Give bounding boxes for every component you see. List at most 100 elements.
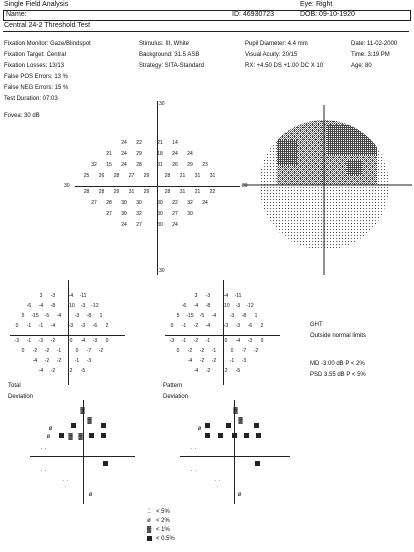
header-divider <box>3 31 409 32</box>
pattern-numeric-h-axis <box>165 335 280 336</box>
threshold-value: 31 <box>209 173 216 179</box>
param-fixation-monitor: Fixation Monitor: Gaze/Blindspot <box>4 41 91 47</box>
pattern-deviation-value: 5 <box>176 313 180 319</box>
prob-dots-icon: · · <box>40 468 47 474</box>
total-deviation-value: -2 <box>56 358 62 364</box>
pattern-deviation-value: 0 <box>230 348 234 354</box>
prob-solid-square-icon <box>254 423 259 428</box>
pattern-deviation-value: -5 <box>235 368 241 374</box>
threshold-value: 29 <box>187 162 193 168</box>
threshold-value: 30 <box>121 211 127 217</box>
threshold-value: 26 <box>172 162 178 168</box>
legend-text: < 5% <box>156 509 170 515</box>
pattern-deviation-value: -1 <box>229 358 235 364</box>
param-age: Age: 80 <box>351 63 372 69</box>
prob-dots-icon: · · <box>40 446 47 452</box>
pattern-deviation-value: -6 <box>181 303 187 309</box>
total-deviation-value: -2 <box>50 368 56 374</box>
prob-solid-square-icon <box>255 461 260 466</box>
pattern-deviation-value: -4 <box>205 323 211 329</box>
fovea-value: Fovea: 30 dB <box>4 113 40 119</box>
pattern-deviation-value: -2 <box>199 358 205 364</box>
param-fixation-target: Fixation Target: Central <box>4 52 66 58</box>
dots-icon: ⁚⁚ <box>147 509 151 515</box>
test-name: Central 24-2 Threshold Test <box>4 22 91 29</box>
total-deviation-value: -4 <box>38 368 44 374</box>
total-deviation-value: -8 <box>86 313 92 319</box>
total-deviation-value: -2 <box>98 348 104 354</box>
threshold-value: 30 <box>157 200 163 206</box>
param-strategy: Strategy: SITA-Standard <box>139 63 204 69</box>
pattern-deviation-value: -4 <box>211 313 217 319</box>
pattern-numeric-v-axis <box>223 280 224 385</box>
total-deviation-value: -1 <box>56 348 62 354</box>
psd-index: PSD 3.55 dB P < 5% <box>310 372 366 378</box>
patient-id: ID: 46930723 <box>232 11 275 18</box>
total-deviation-value: 3 <box>39 293 43 299</box>
threshold-value: 24 <box>187 151 193 157</box>
pattern-deviation-value: -2 <box>253 348 259 354</box>
param-date: Date: 11-02-2000 <box>351 41 398 47</box>
pattern-deviation-value: -3 <box>235 303 241 309</box>
threshold-value: 32 <box>91 162 97 168</box>
total-numeric-v-axis <box>68 280 69 385</box>
param-acuity: Visual Acuity: 20/15 <box>245 52 298 58</box>
total-deviation-value: -4 <box>50 323 56 329</box>
total-deviation-value: -3 <box>68 323 74 329</box>
total-deviation-value: -10 <box>67 303 75 309</box>
param-duration: Test Duration: 07:03 <box>4 96 58 102</box>
pattern-deviation-value: -4 <box>187 358 193 364</box>
total-deviation-value: -4 <box>56 313 62 319</box>
pattern-deviation-value: 0 <box>224 338 228 344</box>
threshold-value: 30 <box>187 211 193 217</box>
total-deviation-value: -8 <box>50 303 56 309</box>
md-index: MD -3.00 dB P < 2% <box>310 361 365 367</box>
ght-value: Outside normal limits <box>310 333 367 339</box>
pattern-deviation-value: -1 <box>205 338 211 344</box>
total-deviation-value: 0 <box>69 338 73 344</box>
total-deviation-value: -5 <box>44 313 50 319</box>
total-deviation-value: -1 <box>38 323 44 329</box>
threshold-value: 14 <box>172 140 178 146</box>
pattern-deviation-sublabel: Deviation <box>163 394 189 400</box>
param-pupil: Pupil Diameter: 4.4 mm <box>245 41 308 47</box>
pattern-deviation-value: -3 <box>169 338 175 344</box>
pattern-deviation-value: -2 <box>199 348 205 354</box>
total-deviation-value: -4 <box>80 338 86 344</box>
threshold-value: 28 <box>164 189 171 195</box>
param-false-neg: False NEG Errors: 15 % <box>4 85 69 91</box>
total-deviation-value: -4 <box>68 293 74 299</box>
pattern-deviation-value: -5 <box>199 313 205 319</box>
pattern-prob-v-axis <box>234 400 235 504</box>
pattern-deviation-value: 2 <box>224 368 228 374</box>
prob-solid-square-icon <box>226 423 231 428</box>
threshold-axis-top-label: 30 <box>159 101 165 107</box>
threshold-value: 31 <box>128 189 135 195</box>
threshold-value: 28 <box>106 200 112 206</box>
prob-hatch-light-icon: ø <box>237 492 242 498</box>
prob-solid-square-icon <box>71 423 76 428</box>
total-deviation-label: Total <box>8 383 21 389</box>
threshold-value: 28 <box>136 162 142 168</box>
hatch-dense-icon: ▓ <box>146 527 152 533</box>
pattern-deviation-value: 0 <box>176 348 180 354</box>
threshold-value: 30 <box>121 200 127 206</box>
total-deviation-value: 0 <box>105 338 109 344</box>
total-deviation-value: -3 <box>74 313 80 319</box>
total-prob-h-axis <box>30 456 135 457</box>
prob-hatch-light-icon: ø <box>88 492 93 498</box>
pattern-deviation-value: -6 <box>247 323 253 329</box>
threshold-value: 28 <box>83 189 90 195</box>
pattern-deviation-value: -4 <box>223 293 229 299</box>
threshold-value: 31 <box>157 162 163 168</box>
total-deviation-value: -3 <box>38 338 44 344</box>
eye-label: Eye: Right <box>300 1 333 8</box>
grayscale-plot <box>242 105 412 275</box>
pattern-deviation-value: 0 <box>170 323 174 329</box>
pattern-deviation-value: -4 <box>193 303 199 309</box>
pattern-deviation-value: -4 <box>193 368 199 374</box>
total-deviation-value: 0 <box>15 323 19 329</box>
threshold-value: 25 <box>83 173 90 179</box>
pattern-deviation-value: -3 <box>229 313 235 319</box>
threshold-value: 32 <box>187 200 193 206</box>
